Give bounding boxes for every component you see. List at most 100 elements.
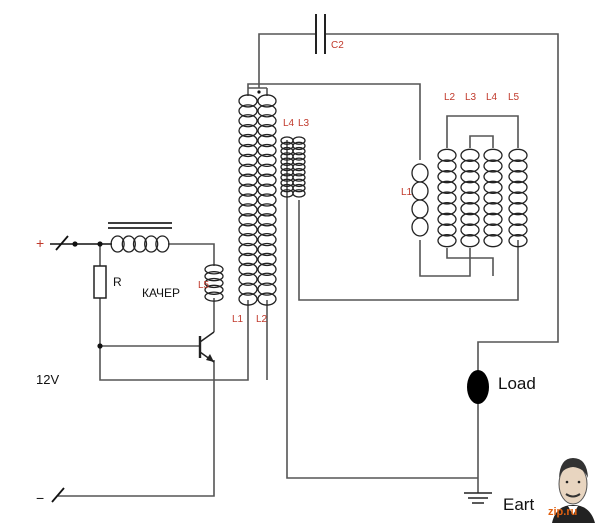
- wire-group-top2: [469, 135, 494, 148]
- coil-choke-turn: [110, 235, 125, 253]
- label-load: Load: [498, 374, 536, 393]
- coil-l1-tall-turn: [238, 124, 258, 138]
- coil-l3-small-turn: [292, 173, 306, 182]
- coil-l4-right-turn: [483, 223, 503, 237]
- coil-l5-kacher-turn: [204, 291, 224, 302]
- coil-l1-tall-turn: [238, 153, 258, 168]
- coil-l3-small-turn: [292, 178, 306, 188]
- coil-l1-tall-turn: [238, 203, 258, 217]
- transistor-icon: [198, 331, 215, 363]
- coil-l2-tall-turn: [257, 213, 277, 227]
- coil-l1-tall: [238, 94, 258, 306]
- coil-l3-small-turn: [292, 146, 306, 156]
- coil-l5-right-turn: [508, 212, 528, 226]
- label-kacher: КАЧЕР: [142, 286, 180, 300]
- wire-group-bottom1: [419, 240, 471, 277]
- coil-l2-tall-turn: [257, 143, 277, 158]
- coil-l2-tall-turn: [257, 94, 277, 108]
- coil-l1-tall-turn: [238, 114, 258, 128]
- coil-l5-kacher-turn: [204, 284, 224, 295]
- junction-base: [97, 343, 103, 349]
- label-l4-small: L4: [283, 118, 295, 129]
- coil-l5-right-turn: [508, 170, 528, 184]
- coil-l2-tall-turn: [257, 272, 277, 286]
- label-l5-left: L5: [198, 280, 210, 291]
- coil-l3-right-turn: [460, 170, 480, 184]
- coil-l2-right-turn: [437, 170, 457, 184]
- dot-primary: [257, 90, 261, 94]
- label-l1-primary: L1: [232, 314, 244, 325]
- coil-l2-tall-turn: [257, 104, 277, 118]
- portrait-icon: [552, 458, 595, 523]
- coil-choke-turn: [121, 235, 136, 253]
- label-l4-top: L4: [486, 92, 498, 103]
- coil-choke-turn: [144, 235, 159, 253]
- coil-l3-right-turn: [460, 180, 480, 194]
- wire-emitter: [58, 360, 215, 497]
- coil-l4-right-turn: [483, 202, 503, 216]
- coil-l3-small-turn: [292, 136, 306, 145]
- label-l2-primary: L2: [256, 314, 268, 325]
- coil-l4-right-turn: [483, 159, 503, 173]
- coil-l1-tall-turn: [238, 193, 258, 207]
- coil-l2-tall-turn: [257, 252, 277, 267]
- label-minus: −: [36, 490, 44, 506]
- coil-l5-right-turn: [508, 191, 528, 205]
- coil-l3-small-turn: [292, 189, 306, 198]
- coil-l1-tall-turn: [238, 133, 258, 148]
- label-l3-top: L3: [465, 92, 477, 103]
- coil-l5-right-turn: [508, 148, 528, 162]
- label-l3-small: L3: [298, 118, 310, 129]
- label-earth: Eart: [503, 495, 534, 514]
- coil-l2-tall-turn: [257, 242, 277, 257]
- label-c2: C2: [331, 40, 344, 51]
- coil-l1-right-turn: [411, 181, 429, 201]
- wire-plus-choke: [168, 243, 215, 266]
- junction-plus-1: [72, 241, 78, 247]
- coil-l5-right-turn: [508, 234, 528, 248]
- wire-l4-ground: [286, 140, 478, 479]
- coil-l3-small-turn: [292, 157, 306, 166]
- coil-l2-tall-turn: [257, 114, 277, 128]
- capacitor-icon: [315, 14, 326, 54]
- coil-l1-tall-turn: [238, 173, 258, 187]
- coil-l2-right-turn: [437, 148, 457, 162]
- coil-l2-tall-turn: [257, 282, 277, 296]
- wire-c2-right: [325, 33, 559, 372]
- coil-l3-small: [292, 136, 306, 198]
- coil-l2-right: [437, 148, 457, 248]
- coil-l3-right-turn: [460, 148, 480, 162]
- coil-l5-kacher-turn: [204, 264, 224, 275]
- wire-top-right: [247, 83, 421, 160]
- wire-l3-bottom: [298, 200, 519, 301]
- switch-icon: [55, 235, 69, 251]
- coil-l1-tall-turn: [238, 213, 258, 227]
- coil-l5-right-turn: [508, 159, 528, 173]
- coil-l1-tall-turn: [238, 252, 258, 267]
- coil-l3-right-turn: [460, 159, 480, 173]
- coil-l2-tall-turn: [257, 133, 277, 148]
- wire-r-bottom: [99, 298, 249, 381]
- label-l5-top: L5: [508, 92, 520, 103]
- load-lamp-icon: [467, 370, 489, 404]
- coil-l2-tall-turn: [257, 262, 277, 276]
- watermark-text: zip.ru: [548, 506, 577, 518]
- coil-l2-tall-turn: [257, 292, 277, 306]
- coil-l4-right-turn: [483, 170, 503, 184]
- coil-l2-tall-turn: [257, 173, 277, 187]
- coil-l2-right-turn: [437, 202, 457, 216]
- coil-l3-right-turn: [460, 223, 480, 237]
- coil-l1-tall-turn: [238, 282, 258, 296]
- coil-l1-tall-turn: [238, 143, 258, 158]
- coil-l1-tall-turn: [238, 242, 258, 257]
- coil-l2-right-turn: [437, 223, 457, 237]
- coil-l4-right-turn: [483, 180, 503, 194]
- coil-l1-right-turn: [411, 199, 429, 219]
- coil-l1-right-turn: [411, 163, 429, 183]
- label-l1-right: L1: [401, 187, 413, 198]
- coil-l1-tall-turn: [238, 104, 258, 118]
- coil-l1-tall-turn: [238, 163, 258, 177]
- coil-l2-tall-turn: [257, 153, 277, 168]
